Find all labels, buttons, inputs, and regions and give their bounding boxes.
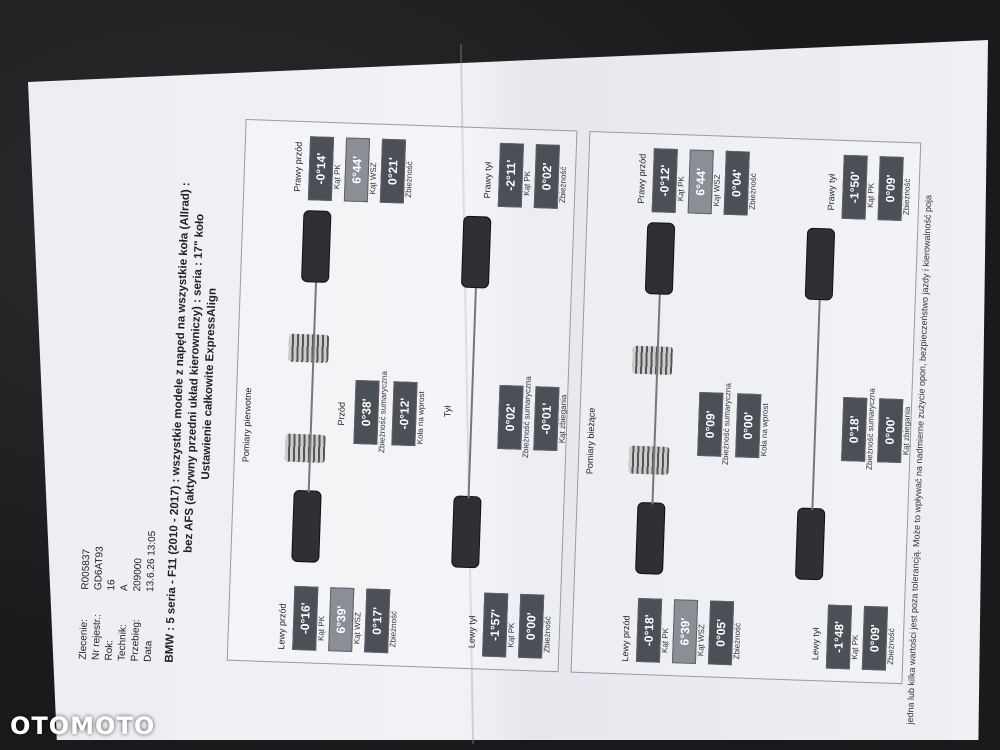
rf-caster: 6°44'	[343, 137, 371, 203]
cap: Kąt WSZ	[368, 162, 379, 195]
cap: Koła na wprost	[759, 403, 771, 457]
lf-camber: -0°18'	[635, 597, 663, 663]
cap: Kąt WSZ	[352, 612, 363, 645]
rr-camber: -2°11'	[497, 142, 524, 208]
cap: Zbieżność sumaryczna	[864, 388, 877, 471]
wheel-right-front	[300, 210, 332, 283]
front-total-toe: 0°09'	[697, 391, 724, 457]
label-right-rear: Prawy tył	[482, 161, 494, 199]
label-front: Przód	[336, 401, 347, 426]
label-rear: Tył	[442, 405, 453, 418]
lr-camber: -1°48'	[825, 604, 853, 670]
cap: Kąt PK	[522, 170, 533, 196]
rear-thrust-angle: 0°00'	[877, 398, 904, 464]
rf-toe: 0°21'	[379, 138, 407, 204]
cap: Zbieżność	[557, 166, 569, 204]
otomoto-watermark: OTOMOTO	[10, 712, 156, 740]
cap: Kąt PK	[850, 634, 861, 660]
lf-caster: 6°39'	[328, 587, 355, 652]
technician: A	[119, 584, 131, 592]
cap: Kąt PK	[660, 627, 671, 654]
suspension-right-front	[288, 333, 330, 363]
label-right-rear: Prawy tył	[825, 173, 838, 211]
wheel-left-front	[291, 489, 322, 563]
lr-toe: 0°00'	[518, 593, 545, 659]
cap: Kąt PK	[506, 622, 517, 648]
rear-total-toe: 0°18'	[841, 396, 868, 462]
panel-title: Pomiary pierwotne	[240, 387, 254, 463]
cap: Kąt PK	[316, 615, 327, 642]
front-steering: -0°12'	[391, 381, 418, 447]
wheel-left-rear	[451, 495, 482, 569]
label-left-front: Lewy przód	[619, 615, 632, 662]
lf-toe: 0°05'	[707, 600, 735, 666]
cap: Kąt PK	[332, 164, 343, 190]
cap: Zbieżność	[404, 161, 415, 198]
cap: Zbieżność sumaryczna	[720, 382, 733, 466]
front-total-toe: 0°38'	[353, 379, 380, 445]
rf-toe: 0°04'	[723, 150, 750, 216]
front-steering: 0°00'	[735, 393, 762, 459]
cap: Zbieżność	[542, 616, 553, 653]
rf-caster: 6°44'	[687, 149, 714, 215]
cap: Kąt zbiegania	[901, 406, 913, 456]
cap: Kąt WSZ	[711, 174, 723, 207]
rr-toe: 0°02'	[533, 144, 560, 209]
rf-camber: -0°12'	[651, 148, 678, 214]
rr-toe: 0°09'	[877, 156, 904, 221]
cap: Zbieżność	[747, 173, 759, 210]
rear-axle	[811, 300, 821, 511]
rr-camber: -1°50'	[841, 154, 868, 220]
wheel-right-rear	[460, 215, 492, 289]
rf-camber: -0°14'	[307, 136, 335, 202]
lr-toe: 0°09'	[861, 605, 889, 671]
panel-title: Pomiary bieżące	[584, 407, 597, 475]
rear-thrust-angle: -0°01'	[533, 386, 560, 452]
label-left-rear: Lewy tył	[466, 615, 478, 649]
panel-current-measurements: Pomiary bieżące Lewy przód -0°18' Kąt PK…	[570, 130, 922, 685]
cap: Kąt WSZ	[696, 624, 707, 657]
suspension-right-front	[632, 345, 673, 375]
cap: Kąt PK	[676, 176, 686, 202]
panel-initial-measurements: Pomiary pierwotne Lewy przód -0°16' Kąt …	[226, 118, 578, 673]
cap: Zbieżność	[885, 628, 897, 665]
year: 16	[106, 579, 118, 591]
cap: Zbieżność sumaryczna	[377, 370, 389, 454]
alignment-report: Zlecenie:R005837 Nr rejestr.:GD6AT93 Rok…	[49, 75, 950, 725]
rear-total-toe: 0°02'	[497, 384, 524, 450]
date: 13.6.26 13:05	[145, 530, 159, 593]
lr-camber: -1°57'	[482, 592, 509, 658]
lf-caster: 6°39'	[671, 599, 699, 664]
label-right-front: Prawy przód	[635, 153, 648, 204]
label-right-front: Prawy przód	[292, 141, 304, 192]
suspension-left-front	[628, 445, 670, 475]
wheel-left-front	[635, 501, 666, 575]
cap: Zbieżność	[388, 610, 399, 648]
cap: Kąt PK	[865, 182, 876, 208]
lf-camber: -0°16'	[292, 585, 319, 651]
vehicle-heading: BMW : 5 seria - F11 (2010 - 2017) : wszy…	[163, 103, 228, 664]
meta-key: Data	[142, 640, 155, 663]
label-left-rear: Lewy tył	[810, 627, 822, 661]
wheel-right-front	[644, 222, 676, 295]
cap: Zbieżność sumaryczna	[520, 376, 533, 459]
lf-toe: 0°17'	[364, 588, 391, 654]
cap: Zbieżność	[732, 622, 743, 660]
suspension-left-front	[284, 433, 326, 463]
cap: Koła na wprost	[415, 391, 427, 445]
job-meta: Zlecenie:R005837 Nr rejestr.:GD6AT93 Rok…	[77, 528, 160, 662]
mileage: 209000	[132, 557, 145, 592]
cap: Zbieżność	[901, 178, 912, 216]
wheel-right-rear	[804, 227, 836, 301]
rear-axle	[467, 288, 477, 498]
label-left-front: Lewy przód	[276, 603, 288, 650]
cap: Kąt zbiegania	[557, 394, 569, 444]
wheel-left-rear	[794, 507, 826, 581]
